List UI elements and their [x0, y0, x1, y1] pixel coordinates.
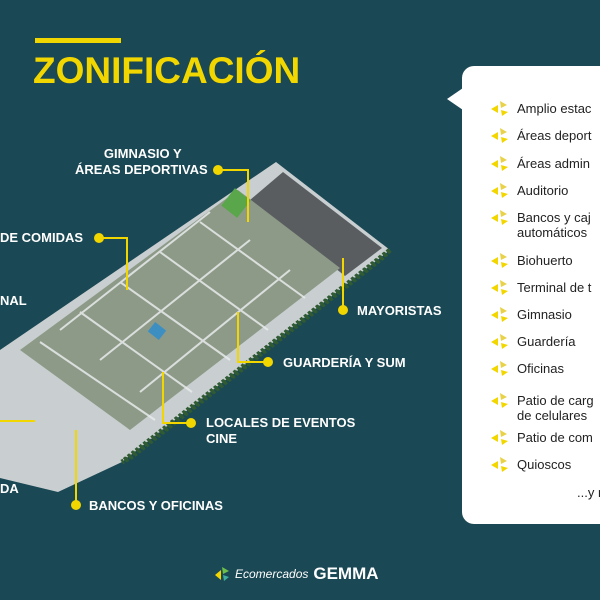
sports-field: [221, 188, 251, 218]
label-gimnasio: GIMNASIO Y ÁREAS DEPORTIVAS: [75, 146, 208, 178]
list-item-line: Oficinas: [517, 361, 564, 376]
leaf-icon: [491, 457, 508, 472]
footer-name: GEMMA: [313, 564, 379, 583]
label-line: GIMNASIO Y: [103, 146, 182, 161]
marker-comidas: [94, 233, 104, 243]
marker-bancos: [71, 500, 81, 510]
list-item: Áreas admin: [491, 156, 590, 171]
gemma-logo-icon: [215, 567, 229, 581]
leaf-icon: [491, 210, 508, 225]
label-guarderia: GUARDERÍA Y SUM: [283, 355, 406, 370]
parking-lot: [250, 172, 382, 276]
market-grid: [39, 211, 306, 421]
leaf-icon: [491, 280, 508, 295]
pool: [147, 321, 167, 341]
list-item-text: Oficinas: [517, 361, 564, 376]
list-item-line: Áreas admin: [517, 156, 590, 171]
footer-brand: Ecomercados: [235, 567, 309, 581]
footer-logo: Ecomercados GEMMA: [215, 564, 379, 584]
leaf-icon: [491, 101, 508, 116]
list-item-text: Terminal de t: [517, 280, 591, 295]
list-item-line: Gimnasio: [517, 307, 572, 322]
list-item: Gimnasio: [491, 307, 572, 322]
list-item-text: Gimnasio: [517, 307, 572, 322]
list-item-line: Áreas deport: [517, 128, 592, 143]
leaf-icon: [491, 183, 508, 198]
list-item-text: Biohuerto: [517, 253, 573, 268]
label-line: ÁREAS DEPORTIVAS: [75, 162, 208, 177]
label-da: DA: [0, 481, 19, 496]
leaf-icon: [491, 307, 508, 322]
label-nal: NAL: [0, 293, 27, 308]
list-item: Áreas deport: [491, 128, 591, 143]
marker-locales: [186, 418, 196, 428]
list-item-line: Amplio estac: [517, 101, 592, 116]
list-item-line: Auditorio: [517, 183, 569, 198]
label-line: CINE: [206, 431, 238, 446]
list-item: Amplio estac: [491, 101, 591, 116]
title-accent-bar: [35, 38, 121, 43]
marker-guarderia: [263, 357, 273, 367]
panel-pointer: [447, 88, 463, 110]
label-mayoristas: MAYORISTAS: [357, 303, 442, 318]
list-item-line: Patio de carg: [517, 393, 594, 408]
list-item-line: de celulares: [517, 408, 588, 423]
label-locales: LOCALES DE EVENTOS CINE: [206, 415, 355, 447]
list-item-line: Biohuerto: [517, 253, 573, 268]
leaf-icon: [491, 156, 508, 171]
list-item-line: Bancos y caj: [517, 210, 591, 225]
list-item-line: Terminal de t: [517, 280, 592, 295]
label-comidas: DE COMIDAS: [0, 230, 84, 245]
list-item-text: Guardería: [517, 334, 576, 349]
list-item: Quioscos: [491, 457, 571, 472]
trees-edge: [120, 248, 392, 465]
leaf-icon: [491, 430, 508, 445]
list-item: Guardería: [491, 334, 576, 349]
list-item: Auditorio: [491, 183, 568, 198]
list-item-line: Guardería: [517, 334, 576, 349]
list-item-text: Quioscos: [517, 457, 571, 472]
page-title: ZONIFICACIÓN: [33, 50, 301, 91]
label-line: LOCALES DE EVENTOS: [206, 415, 356, 430]
leader-lines: [0, 169, 344, 505]
list-item-text: Áreas admin: [517, 156, 590, 171]
list-item: Patio de com: [491, 430, 593, 445]
list-item-text: Patio de com: [517, 430, 593, 445]
list-item: Oficinas: [491, 361, 564, 376]
leaf-icon: [491, 361, 508, 376]
label-bancos: BANCOS Y OFICINAS: [89, 498, 223, 513]
more-text: ...y m: [577, 485, 600, 500]
marker-mayoristas: [338, 305, 348, 315]
marker-gimnasio: [213, 165, 223, 175]
list-item-line: Patio de com: [517, 430, 593, 445]
list-item-text: Auditorio: [517, 183, 568, 198]
leaf-icon: [491, 253, 508, 268]
list-item-line: Quioscos: [517, 457, 572, 472]
list-item-text: Amplio estac: [517, 101, 591, 116]
list-item: Biohuerto: [491, 253, 573, 268]
leaf-icon: [491, 393, 508, 408]
list-item-line: automáticos: [517, 225, 588, 240]
green-zone: [20, 190, 340, 430]
leaf-icon: [491, 334, 508, 349]
list-item-text: Áreas deport: [517, 128, 591, 143]
list-item: Terminal de t: [491, 280, 591, 295]
leaf-icon: [491, 128, 508, 143]
